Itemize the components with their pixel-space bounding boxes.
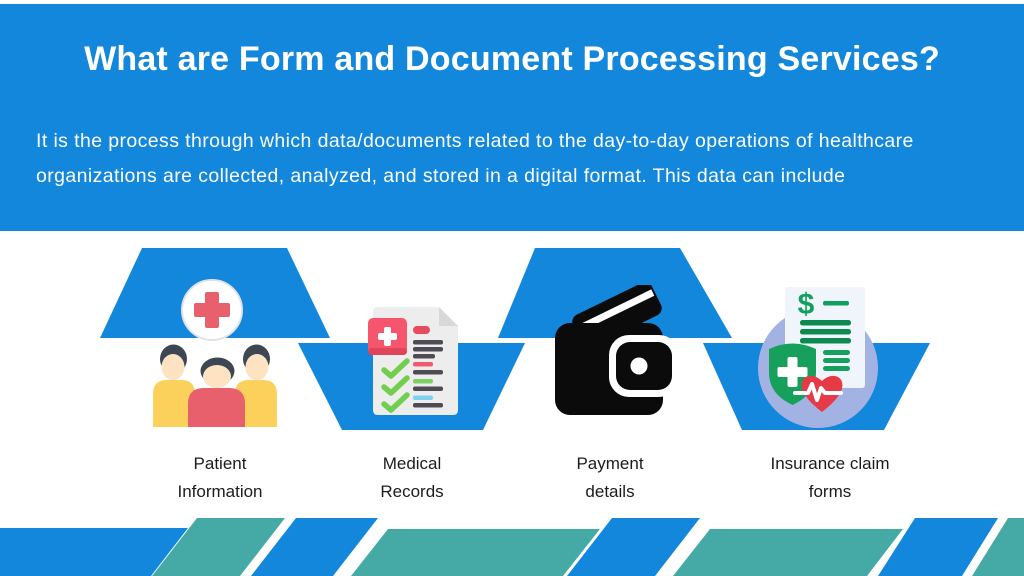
- item-label-insurance-claim-forms: Insurance claim forms: [730, 450, 930, 506]
- footer-stripes-decoration: [0, 518, 1024, 576]
- label-line: Records: [380, 482, 444, 501]
- wallet-icon: [555, 285, 679, 415]
- item-label-medical-records: Medical Records: [322, 450, 502, 506]
- item-label-patient-information: Patient Information: [130, 450, 310, 506]
- label-line: Medical: [382, 454, 442, 473]
- insurance-claim-icon: $: [758, 287, 878, 428]
- label-line: Payment: [576, 454, 644, 473]
- header-banner: What are Form and Document Processing Se…: [0, 4, 1024, 231]
- label-line: Patient: [193, 454, 247, 473]
- patient-group-icon: [153, 279, 277, 427]
- label-line: Information: [177, 482, 263, 501]
- page-title: What are Form and Document Processing Se…: [84, 40, 940, 78]
- label-line: forms: [808, 482, 852, 501]
- svg-text:$: $: [798, 288, 815, 321]
- description-text: It is the process through which data/doc…: [36, 130, 914, 187]
- item-label-payment-details: Payment details: [520, 450, 700, 506]
- label-line: details: [585, 482, 635, 501]
- medical-records-icon: [368, 307, 458, 415]
- label-line: Insurance claim: [770, 454, 890, 473]
